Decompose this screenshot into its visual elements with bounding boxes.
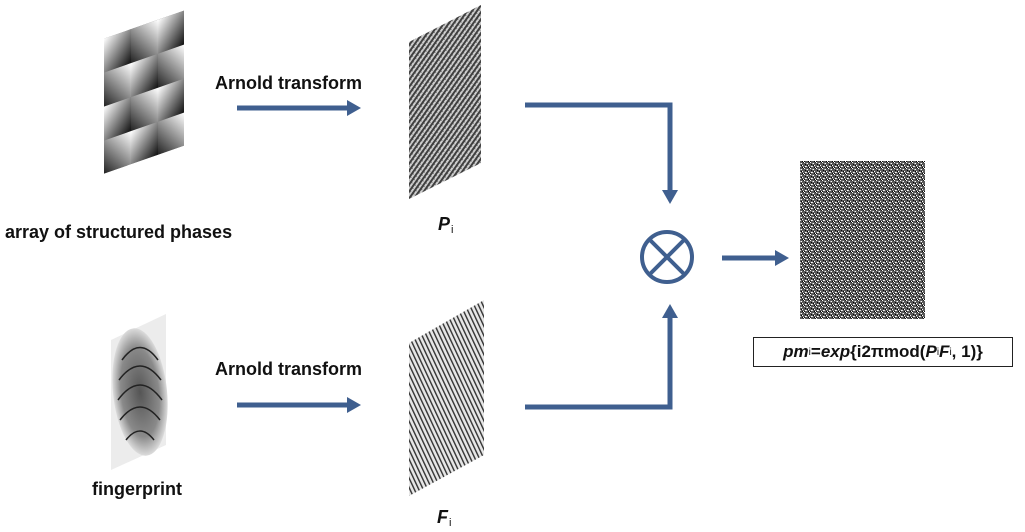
f-transformed-image <box>409 300 484 496</box>
arrow-bottom-transform <box>237 397 361 413</box>
p-transformed-image <box>409 5 481 199</box>
multiply-operator-icon <box>640 230 694 284</box>
arrow-top-transform <box>237 100 361 116</box>
p-symbol-label: Pi <box>438 214 454 236</box>
connector-bottom <box>525 304 678 410</box>
f-symbol-label: Fi <box>437 507 452 529</box>
bottom-transform-label: Arnold transform <box>215 359 363 379</box>
structured-phases-caption: array of structured phases <box>5 222 233 242</box>
arrow-to-result <box>722 250 789 266</box>
fingerprint-image <box>111 314 168 470</box>
result-noise-image <box>800 161 925 319</box>
fingerprint-caption: fingerprint <box>92 479 182 499</box>
structured-phases-image <box>104 10 184 174</box>
top-transform-label: Arnold transform <box>215 73 363 93</box>
connector-top <box>525 102 678 204</box>
